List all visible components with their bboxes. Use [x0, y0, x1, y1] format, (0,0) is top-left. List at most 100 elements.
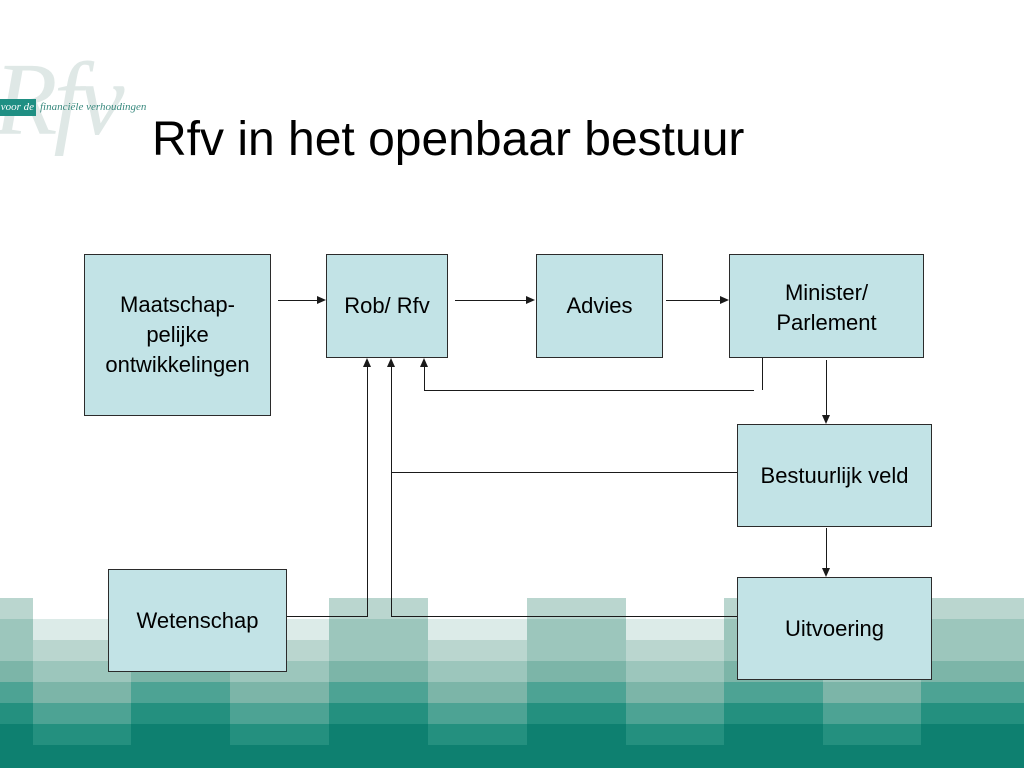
connector-minister-to-bestuurlijk: [826, 360, 827, 416]
pattern-cell: [0, 724, 33, 745]
pattern-cell: [329, 703, 428, 724]
pattern-cell: [626, 598, 724, 619]
pattern-cell: [230, 682, 329, 703]
arrowhead-into-rob: [317, 296, 326, 304]
pattern-cell: [428, 619, 527, 640]
pattern-cell: [0, 619, 33, 640]
pattern-cell: [329, 661, 428, 682]
box-wetenschap: Wetenschap: [108, 569, 287, 672]
pattern-cell: [921, 724, 1024, 745]
pattern-cell: [921, 619, 1024, 640]
logo-prefix: voor de: [0, 101, 34, 113]
box-bestuurlijk-veld: Bestuurlijk veld: [737, 424, 932, 527]
pattern-cell: [0, 703, 33, 724]
pattern-cell: [131, 682, 230, 703]
arrowhead-into-advies: [526, 296, 535, 304]
pattern-cell: [230, 703, 329, 724]
pattern-cell: [823, 682, 921, 703]
pattern-cell: [428, 661, 527, 682]
pattern-cell: [626, 682, 724, 703]
pattern-cell: [527, 745, 626, 768]
arrowhead-uitvoering-into-rob: [387, 358, 395, 367]
pattern-cell: [527, 682, 626, 703]
connector-wetenschap-horizontal: [286, 616, 367, 617]
pattern-cell: [428, 682, 527, 703]
feedback-line-vertical-minister: [762, 352, 763, 390]
pattern-cell: [230, 724, 329, 745]
pattern-cell: [527, 661, 626, 682]
pattern-cell: [0, 745, 33, 768]
pattern-cell: [131, 745, 230, 768]
pattern-cell: [527, 619, 626, 640]
connector-advies-to-minister: [666, 300, 721, 301]
pattern-cell: [33, 745, 131, 768]
pattern-cell: [33, 640, 131, 661]
pattern-cell: [0, 661, 33, 682]
pattern-cell: [33, 577, 131, 598]
connector-bestuurlijk-to-uitvoering: [826, 528, 827, 570]
pattern-cell: [0, 640, 33, 661]
pattern-cell: [921, 745, 1024, 768]
connector-wetenschap-vertical-to-rob: [367, 366, 368, 617]
pattern-cell: [626, 703, 724, 724]
arrowhead-feedback-into-rob: [420, 358, 428, 367]
pattern-cell: [626, 724, 724, 745]
feedback-line-horizontal: [424, 390, 754, 391]
pattern-cell: [428, 745, 527, 768]
pattern-cell: [230, 745, 329, 768]
pattern-cell: [33, 661, 131, 682]
pattern-cell: [921, 640, 1024, 661]
box-uitvoering: Uitvoering: [737, 577, 932, 680]
pattern-cell: [527, 640, 626, 661]
pattern-cell: [33, 598, 131, 619]
pattern-cell: [921, 682, 1024, 703]
box-minister-parlement: Minister/ Parlement: [729, 254, 924, 358]
pattern-cell: [527, 724, 626, 745]
box-maatschappelijke-ontwikkelingen: Maatschap- pelijke ontwikkelingen: [84, 254, 271, 416]
pattern-cell: [428, 577, 527, 598]
pattern-cell: [33, 619, 131, 640]
pattern-cell: [329, 745, 428, 768]
pattern-cell: [724, 745, 823, 768]
pattern-cell: [626, 619, 724, 640]
pattern-cell: [921, 598, 1024, 619]
connector-uitvoering-bestuurlijk-vertical-to-rob: [391, 366, 392, 617]
feedback-line-vertical-rob: [424, 366, 425, 391]
connector-uitvoering-horizontal: [391, 616, 737, 617]
connector-bestuurlijk-horizontal: [391, 472, 737, 473]
pattern-cell: [823, 745, 921, 768]
connector-maatschappelijke-to-rob: [278, 300, 318, 301]
arrowhead-into-minister: [720, 296, 729, 304]
pattern-cell: [33, 703, 131, 724]
connector-rob-to-advies: [455, 300, 527, 301]
pattern-cell: [428, 598, 527, 619]
pattern-cell: [527, 703, 626, 724]
arrowhead-wetenschap-into-rob: [363, 358, 371, 367]
pattern-cell: [428, 640, 527, 661]
pattern-cell: [823, 724, 921, 745]
pattern-cell: [428, 703, 527, 724]
pattern-cell: [329, 682, 428, 703]
pattern-cell: [626, 745, 724, 768]
pattern-cell: [0, 682, 33, 703]
pattern-cell: [329, 724, 428, 745]
logo-tagline: financiële verhoudingen: [40, 101, 147, 113]
pattern-cell: [33, 682, 131, 703]
pattern-cell: [724, 724, 823, 745]
pattern-cell: [626, 640, 724, 661]
logo-bar: [0, 99, 36, 116]
pattern-cell: [724, 703, 823, 724]
pattern-cell: [626, 577, 724, 598]
pattern-cell: [329, 598, 428, 619]
slide-title: Rfv in het openbaar bestuur: [152, 113, 745, 166]
pattern-cell: [329, 640, 428, 661]
pattern-cell: [428, 724, 527, 745]
pattern-cell: [0, 598, 33, 619]
pattern-cell: [724, 682, 823, 703]
arrowhead-into-uitvoering: [822, 568, 830, 577]
pattern-cell: [131, 703, 230, 724]
pattern-cell: [626, 661, 724, 682]
pattern-cell: [33, 724, 131, 745]
pattern-cell: [921, 703, 1024, 724]
